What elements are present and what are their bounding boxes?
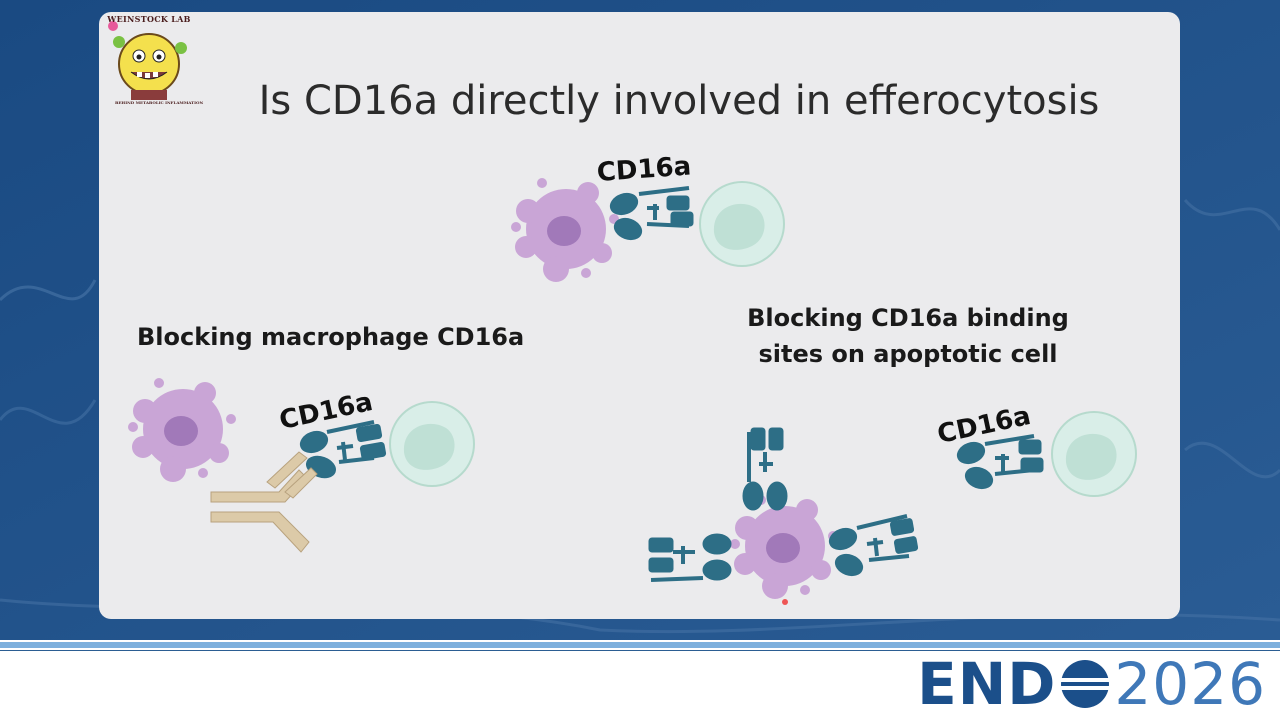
efferocytosis-diagram xyxy=(128,178,1137,605)
slide-title: Is CD16a directly involved in efferocyto… xyxy=(258,78,1100,124)
cd16a-receptor-top xyxy=(609,186,694,241)
slide-panel: WEINSTOCK LAB BEHIND METABOLIC INFLAMMAT… xyxy=(99,12,1180,619)
bound-receptor-right xyxy=(828,514,919,577)
bound-receptor-left xyxy=(648,533,732,582)
lab-mascot-image xyxy=(108,21,187,100)
footer-divider xyxy=(0,650,1280,651)
brand-year: 2026 xyxy=(1114,650,1266,718)
brand-name: END xyxy=(917,650,1057,718)
cursor-dot xyxy=(782,599,788,605)
globe-icon xyxy=(1061,660,1110,708)
apoptotic-cell-top xyxy=(511,178,619,282)
logo-text-bottom: BEHIND METABOLIC INFLAMMATION xyxy=(115,100,204,105)
macrophage-top xyxy=(699,181,785,267)
apoptotic-cell-right xyxy=(730,495,838,599)
blocking-antibody-left xyxy=(210,451,318,553)
lab-logo: WEINSTOCK LAB BEHIND METABOLIC INFLAMMAT… xyxy=(101,12,204,110)
cd16a-receptor-right xyxy=(956,434,1044,490)
endo-brand-logo: END 2026 xyxy=(917,650,1266,718)
macrophage-right xyxy=(1051,411,1137,497)
logo-text-top: WEINSTOCK LAB xyxy=(107,14,191,24)
bound-receptor-top xyxy=(742,427,788,511)
footer-accent-line xyxy=(0,642,1280,648)
label-blocking-macrophage: Blocking macrophage CD16a xyxy=(137,323,525,351)
macrophage-left xyxy=(389,401,475,487)
apoptotic-cell-left xyxy=(128,378,236,482)
label-blocking-apoptotic: Blocking CD16a binding sites on apoptoti… xyxy=(747,304,1069,368)
